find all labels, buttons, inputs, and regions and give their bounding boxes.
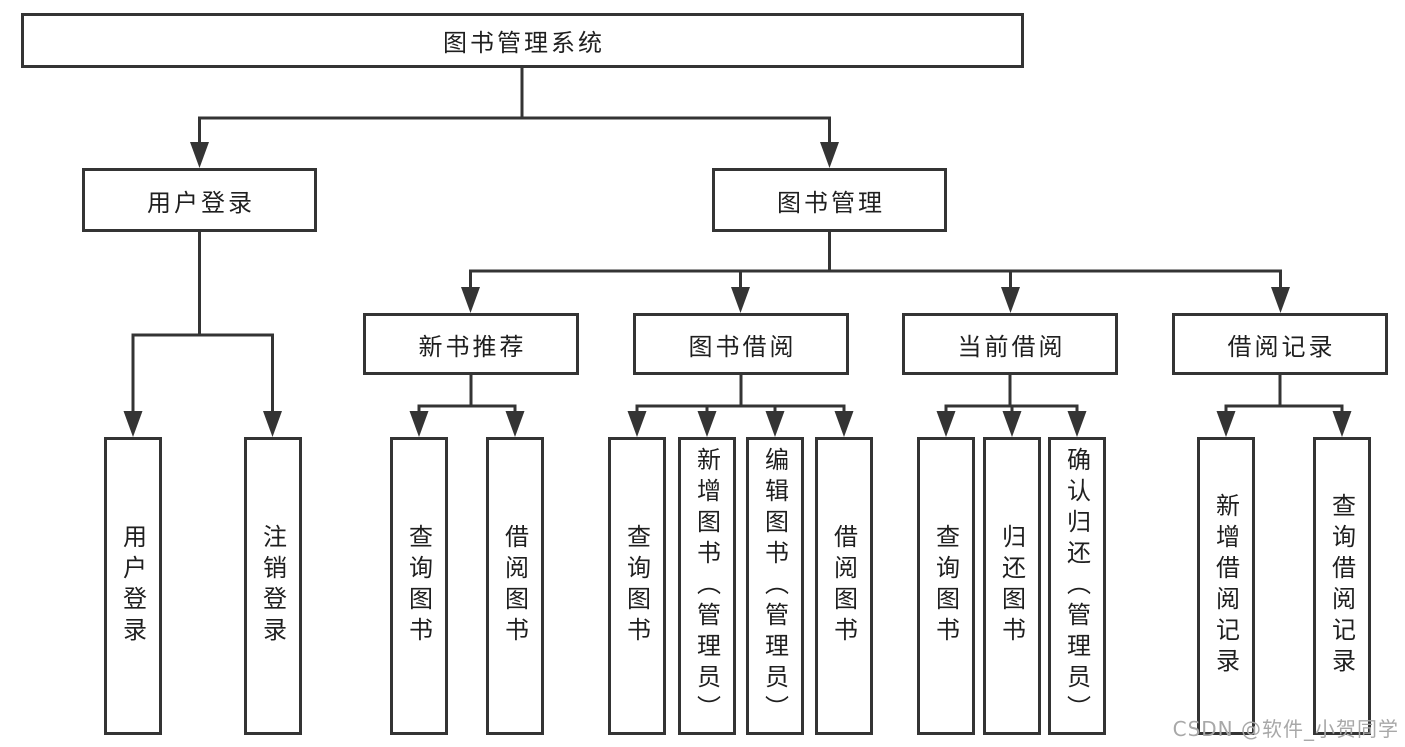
leaf-borrow-borrow-books: 借阅图书 [815,437,873,735]
leaf-recommend-borrow-books: 借阅图书 [486,437,544,735]
leaf-user-login: 用户登录 [104,437,162,735]
node-new-book-recommend-label: 新书推荐 [418,332,527,361]
node-current-borrowing-label: 当前借阅 [957,332,1066,361]
leaf-query-borrow-record-label: 查询借阅记录 [1327,493,1356,679]
leaf-add-borrow-record: 新增借阅记录 [1197,437,1255,735]
node-book-borrowing: 图书借阅 [633,313,849,375]
leaf-logout-label: 注销登录 [258,524,287,648]
leaf-recommend-query-books-label: 查询图书 [404,524,433,648]
node-root-label: 图书管理系统 [443,29,605,57]
leaf-borrow-query-books: 查询图书 [608,437,666,735]
leaf-add-book-admin-label: 新增图书（管理员） [692,446,721,726]
node-root: 图书管理系统 [21,13,1024,68]
leaf-confirm-return-admin: 确认归还（管理员） [1048,437,1106,735]
leaf-return-books: 归还图书 [983,437,1041,735]
node-book-management: 图书管理 [712,168,947,232]
edges-borrowing-records [1224,375,1344,417]
leaf-add-borrow-record-label: 新增借阅记录 [1211,493,1240,679]
leaf-current-query-books-label: 查询图书 [931,524,960,648]
node-borrowing-records: 借阅记录 [1172,313,1388,375]
csdn-watermark: CSDN @软件_小贺同学 [1172,717,1399,741]
edges-new-book-recommend [417,375,517,417]
leaf-borrow-query-books-label: 查询图书 [622,524,651,648]
leaf-borrow-borrow-books-label: 借阅图书 [829,524,858,648]
node-borrowing-records-label: 借阅记录 [1227,332,1336,361]
node-new-book-recommend: 新书推荐 [363,313,579,375]
edges-book-management [469,232,1282,293]
leaf-confirm-return-admin-label: 确认归还（管理员） [1062,446,1091,726]
node-user-login-label: 用户登录 [147,188,255,217]
leaf-add-book-admin: 新增图书（管理员） [678,437,736,735]
leaf-return-books-label: 归还图书 [997,524,1026,648]
node-current-borrowing: 当前借阅 [902,313,1118,375]
edges-user-login [131,232,274,417]
node-user-login: 用户登录 [82,168,317,232]
node-book-management-label: 图书管理 [777,188,885,217]
edges-current-borrowing [944,375,1079,417]
leaf-recommend-borrow-books-label: 借阅图书 [500,524,529,648]
edges-book-borrowing [635,375,846,417]
leaf-current-query-books: 查询图书 [917,437,975,735]
leaf-user-login-label: 用户登录 [118,524,147,648]
leaf-recommend-query-books: 查询图书 [390,437,448,735]
leaf-edit-book-admin-label: 编辑图书（管理员） [760,446,789,726]
leaf-query-borrow-record: 查询借阅记录 [1313,437,1371,735]
leaf-logout: 注销登录 [244,437,302,735]
arrowheads [123,142,1352,437]
edges-root [198,68,831,148]
leaf-edit-book-admin: 编辑图书（管理员） [746,437,804,735]
node-book-borrowing-label: 图书借阅 [688,332,797,361]
